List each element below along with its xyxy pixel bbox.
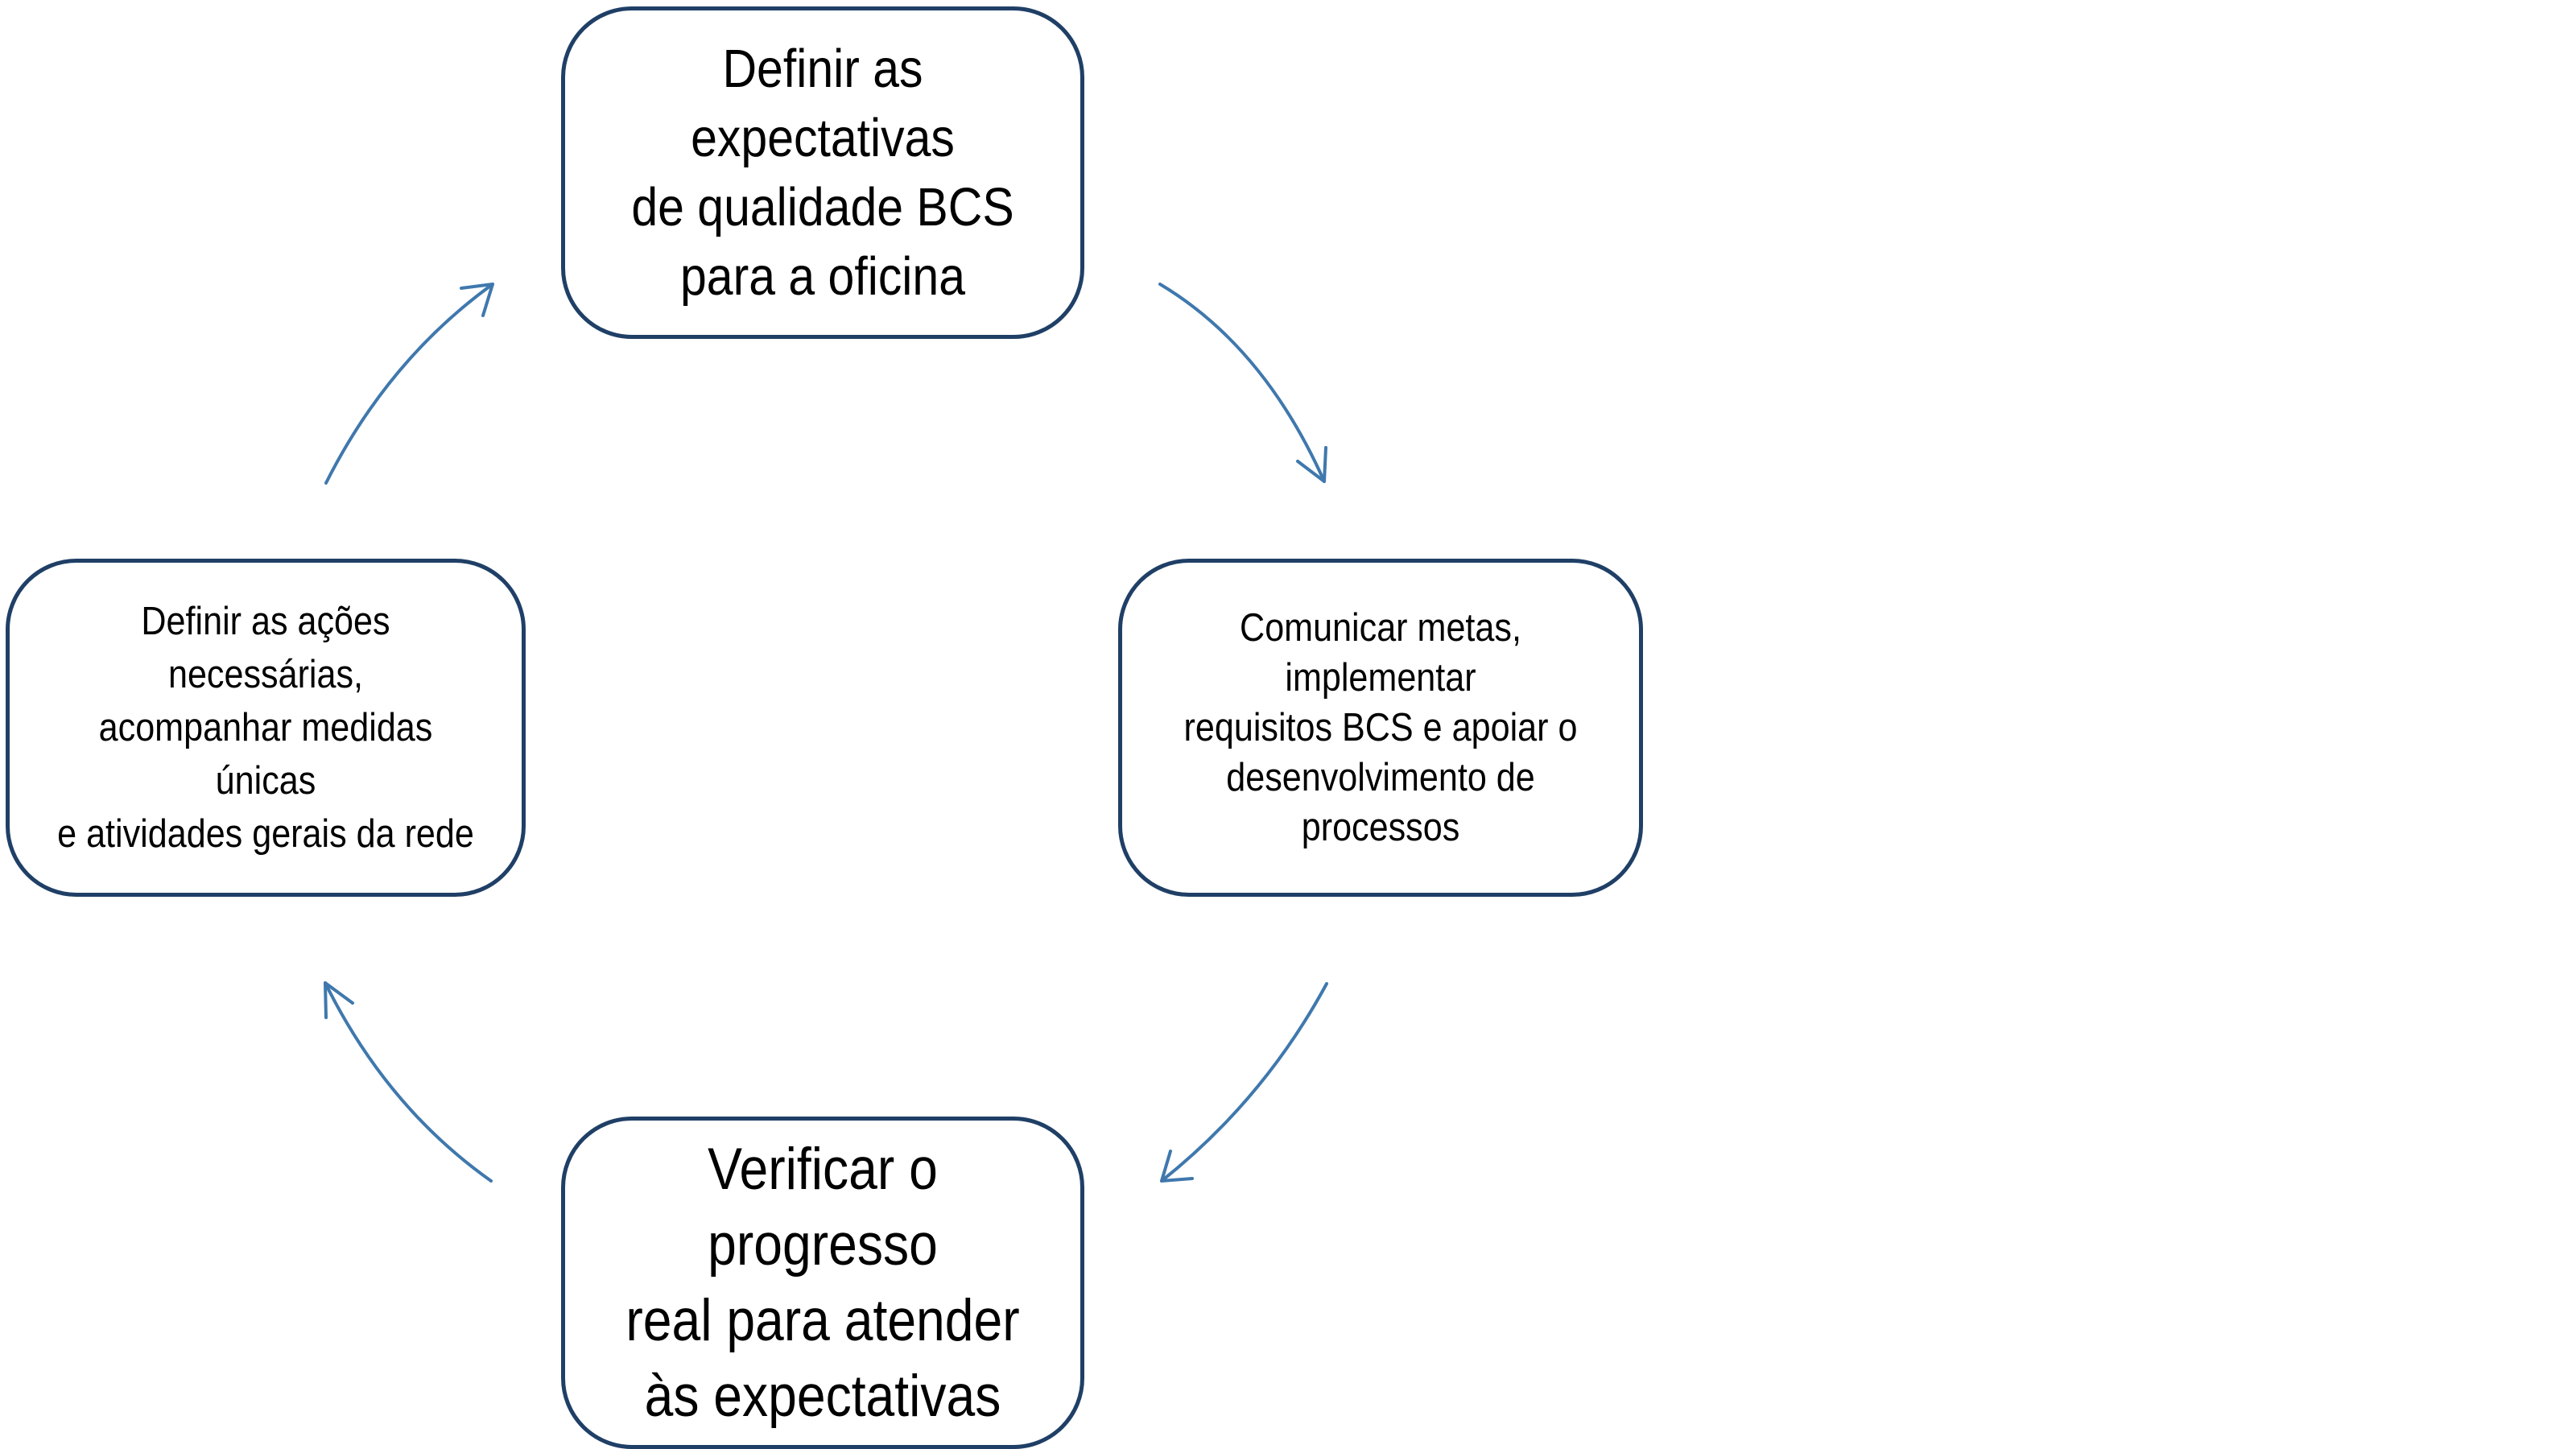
arrow-bottom-to-left [324,981,493,1183]
arrow-top-to-right-head [1296,446,1327,483]
step-communicate-goals: Comunicar metas, implementar requisitos … [1118,559,1643,897]
step-define-actions-text: Definir as ações necessárias, acompanhar… [57,600,474,856]
arrow-top-to-right-line [1158,283,1326,483]
arrow-bottom-to-left-head [324,981,354,1019]
arrow-left-to-top [324,283,494,485]
arrow-bottom-to-left-line [324,981,493,1183]
step-communicate-goals-text: Comunicar metas, implementar requisitos … [1183,606,1578,849]
arrow-left-to-top-head [460,283,494,317]
arrow-top-to-right [1158,283,1327,483]
step-verify-progress: Verificar o progresso real para atender … [561,1117,1084,1449]
step-define-quality-expectations-text: Definir as expectativas de qualidade BCS… [631,38,1014,307]
step-define-quality-expectations: Definir as expectativas de qualidade BCS… [561,6,1084,339]
arrow-right-to-bottom-head [1160,1150,1194,1183]
arrow-left-to-top-line [324,283,494,485]
step-verify-progress-text: Verificar o progresso real para atender … [625,1136,1020,1429]
arrow-right-to-bottom [1160,982,1328,1183]
arrow-right-to-bottom-line [1160,982,1328,1183]
step-define-actions: Definir as ações necessárias, acompanhar… [6,559,526,897]
